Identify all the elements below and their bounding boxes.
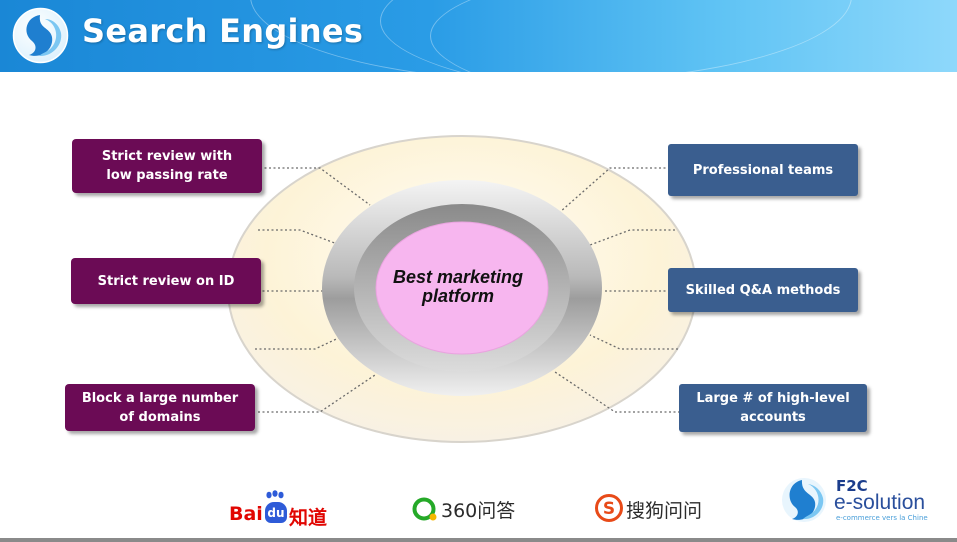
zhidao-text: 知道 xyxy=(289,507,328,529)
esolution-text: e-solution xyxy=(834,491,926,514)
f2c-esolution-logo: F2C e-solution e-commerce vers la Chine xyxy=(780,476,950,526)
feature-box-left-2: Strict review on ID xyxy=(71,258,261,304)
box-text-line2: low passing rate xyxy=(106,168,228,183)
f2c-swirl-icon xyxy=(782,478,826,522)
box-text-line1: Strict review on ID xyxy=(97,273,235,289)
feature-box-right-3: Large # of high-level accounts xyxy=(679,384,867,432)
connector-lines xyxy=(255,167,680,413)
f2c-text: F2C xyxy=(836,477,868,495)
box-text-line1: Strict review with xyxy=(101,149,233,164)
baidu-text: Bai xyxy=(229,503,263,525)
sogou-wenwen-logo: S 搜狗问问 xyxy=(595,493,715,525)
center-disc xyxy=(375,221,549,355)
sogou-text: 搜狗问问 xyxy=(626,500,703,522)
header-banner: Search Engines xyxy=(0,0,957,72)
svg-text:S: S xyxy=(603,499,615,519)
feature-box-right-2: Skilled Q&A methods xyxy=(668,268,858,312)
qihoo-text: 360问答 xyxy=(441,500,516,522)
box-text-line1: Professional teams xyxy=(692,162,834,178)
qihoo-ring-icon xyxy=(412,497,437,521)
box-text-line2: of domains xyxy=(119,409,201,425)
feature-box-left-1: Strict review with low passing rate xyxy=(72,139,262,193)
center-label-line2: platform xyxy=(422,286,494,306)
paw-icon xyxy=(266,490,284,499)
company-logo-icon xyxy=(12,7,69,64)
sogou-s-icon: S xyxy=(595,494,623,522)
box-text-line1: Skilled Q&A methods xyxy=(685,282,841,298)
feature-box-left-3: Block a large number of domains xyxy=(65,384,255,431)
baidu-zhidao-logo: Bai du 知道 xyxy=(229,490,339,530)
center-label-line1: Best marketing xyxy=(392,267,524,287)
box-text-line1: Large # of high-level xyxy=(696,391,850,406)
page-title: Search Engines xyxy=(82,12,364,50)
box-text-line1: Block a large number xyxy=(81,390,239,406)
feature-box-right-1: Professional teams xyxy=(668,144,858,196)
footer-divider xyxy=(0,538,957,542)
box-text-line2: accounts xyxy=(740,410,806,425)
f2c-tagline: e-commerce vers la Chine xyxy=(836,514,928,522)
baidu-du-badge: du xyxy=(265,502,287,523)
qihoo-360-wenda-logo: 360问答 xyxy=(411,494,531,524)
center-label: Best marketing platform xyxy=(358,268,558,306)
